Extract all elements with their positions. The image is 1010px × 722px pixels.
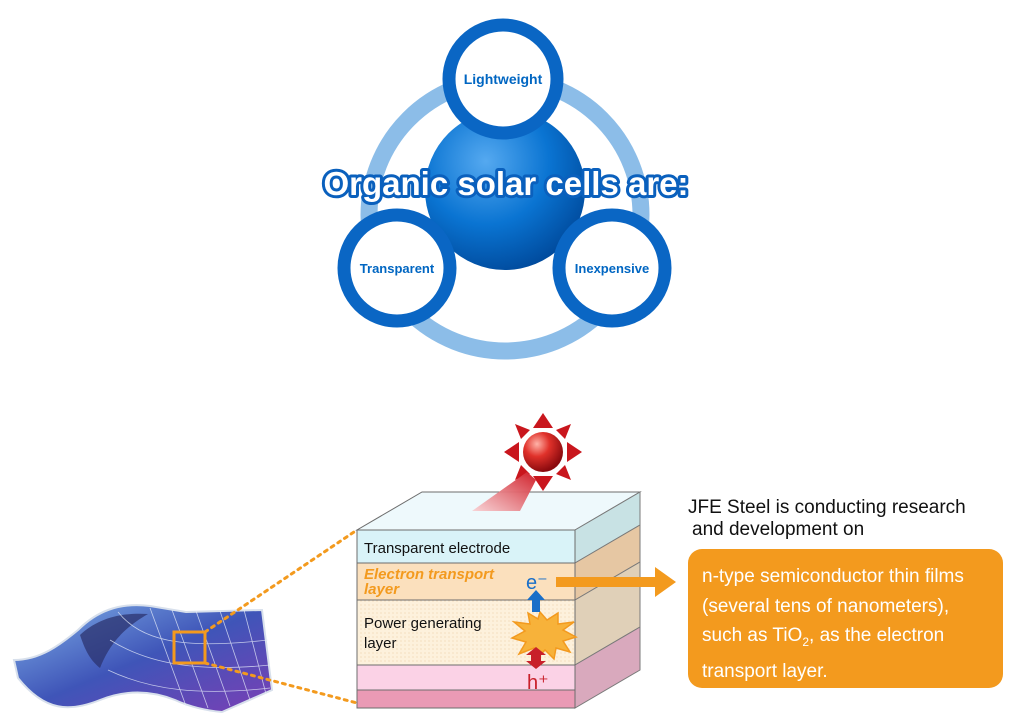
sun-icon [504, 413, 582, 491]
layer-transparent-electrode [356, 529, 576, 564]
hub-sphere [425, 110, 585, 270]
solar-panel-image [12, 604, 274, 714]
label-electron-transport-2: layer [364, 581, 400, 598]
layer-bottom [356, 689, 576, 709]
node-inexpensive-label: Inexpensive [575, 261, 649, 276]
zoom-line-bottom [203, 661, 359, 705]
node-transparent: Transparent [337, 208, 457, 328]
label-electron-transport-1: Electron transport [364, 566, 495, 583]
pointer-arrow [556, 567, 676, 597]
callout-line-3: such as TiO2, as the electron [702, 621, 989, 657]
caption-line-2: and development on [692, 519, 865, 540]
callout-box: n-type semiconductor thin films (several… [688, 549, 1003, 688]
label-power-generating-2: layer [364, 635, 397, 652]
burst-icon [510, 610, 578, 662]
zoom-line-top [203, 528, 359, 634]
electron-label: e⁻ [526, 572, 548, 594]
hub-diagram: Lightweight Transparent Inexpensive Orga… [320, 18, 692, 360]
caption-line-1: JFE Steel is conducting research [688, 497, 966, 518]
node-inexpensive: Inexpensive [552, 208, 672, 328]
node-transparent-label: Transparent [360, 261, 435, 276]
hole-arrow-head-up [526, 647, 546, 655]
callout-line-4: transport layer. [702, 661, 828, 683]
node-lightweight-label: Lightweight [464, 71, 543, 87]
callout-line-3-sub: 2 [802, 634, 810, 649]
callout-line-3-a: such as TiO [702, 625, 803, 646]
panel-zoom-box [172, 630, 207, 665]
node-lightweight: Lightweight [442, 18, 564, 140]
hub-title: Organic solar cells are: [323, 165, 688, 202]
callout-line-2: (several tens of nanometers), [702, 595, 950, 617]
label-transparent-electrode: Transparent electrode [364, 540, 510, 557]
layer-pink [356, 664, 576, 691]
callout-line-3-b: , as the electron [809, 625, 945, 646]
label-power-generating-1: Power generating [364, 615, 482, 632]
electron-arrow [527, 590, 545, 612]
light-beam [472, 472, 536, 511]
hole-label: h⁺ [527, 672, 549, 694]
hole-arrow [526, 661, 546, 669]
research-caption: JFE Steel is conducting research and dev… [688, 497, 1008, 541]
hole-arrow-shaft [531, 655, 541, 661]
cell-stack: Transparent electrode Electron transport… [355, 472, 642, 709]
callout-line-1: n-type semiconductor thin films [702, 566, 964, 587]
